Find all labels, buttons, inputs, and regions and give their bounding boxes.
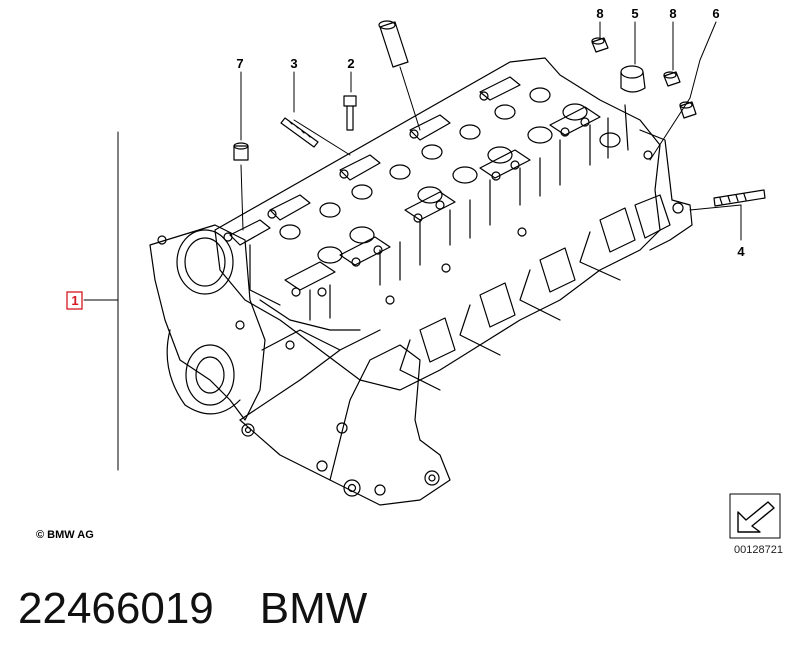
cylinder-head [149,57,693,506]
callout-8-right: 8 [669,6,676,21]
callout-3: 3 [290,56,297,71]
diagram-reference-code: 00128721 [734,544,783,556]
part-caption: 22466019 BMW [18,584,367,634]
callout-6: 6 [712,6,719,21]
dowel-pin-sleeve [378,20,409,68]
copyright-notice: © BMW AG [36,529,94,541]
part-3-stud-bolt [280,117,319,148]
callout-1: 1 [71,293,78,308]
part-6-sleeve [679,101,697,119]
callout-2: 2 [347,56,354,71]
callout-5: 5 [631,6,638,21]
callout-4: 4 [737,244,745,259]
brand-name: BMW [259,584,368,633]
part-7-stud-nut [233,142,249,161]
part-4-stud [713,189,766,207]
callout-7: 7 [236,56,243,71]
part-8-cap-right [663,71,681,87]
exploded-parts-diagram: 8 5 8 6 7 3 2 4 1 © BMW AG 00128721 [36,6,783,556]
part-5-sealing-plug [620,65,646,93]
view-direction-pictogram [729,493,781,539]
part-8-cap-left [591,37,609,53]
leader-lines [240,21,742,241]
part-2-screw [343,95,357,131]
callout-labels: 8 5 8 6 7 3 2 4 1 [66,6,745,310]
part-number: 22466019 [18,584,214,633]
part-1-bracket [83,131,119,471]
callout-1-box [66,291,83,310]
callout-8-left: 8 [596,6,603,21]
